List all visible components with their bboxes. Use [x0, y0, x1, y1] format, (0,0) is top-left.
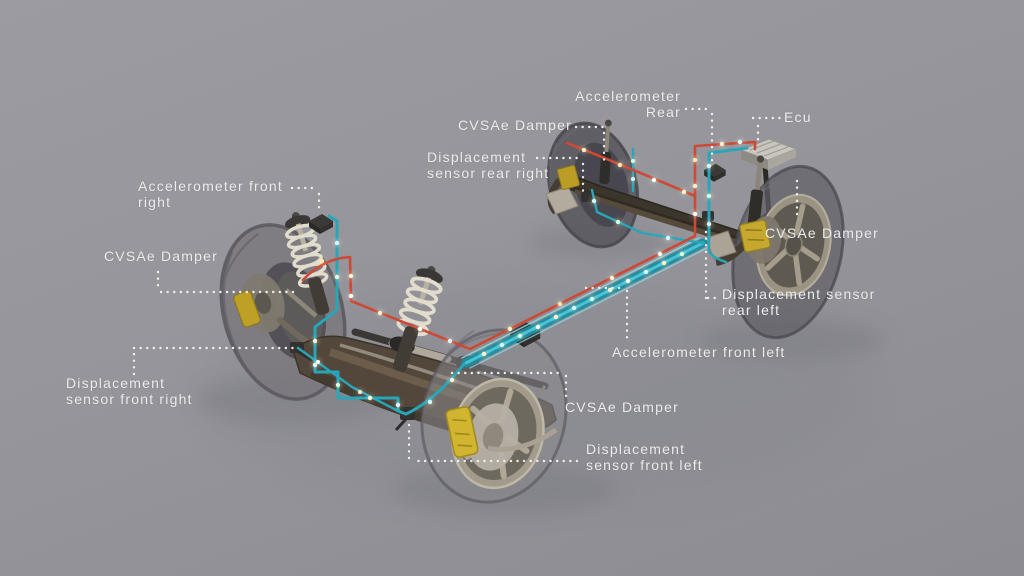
label-displacement-sensor-front-left: Displacement sensor front left: [586, 441, 703, 473]
label-displacement-sensor-rear-right: Displacement sensor rear right: [427, 149, 550, 181]
damper-rear-left: [747, 155, 765, 226]
leader-lines: [132, 107, 799, 463]
cable-red: [301, 140, 757, 351]
label-cvsae-damper-front-left: CVSAe Damper: [565, 399, 679, 415]
label-displacement-sensor-rear-left: Displacement sensor rear left: [722, 286, 876, 318]
brake-caliper-front-right: [233, 290, 261, 328]
strut-front-left: [392, 265, 443, 373]
brake-caliper-front-left: [445, 406, 479, 458]
label-cvsae-damper-rear-right: CVSAe Damper: [458, 117, 572, 133]
suspension-rear-left: [705, 155, 782, 266]
label-accelerometer-front-right: Accelerometer front right: [138, 178, 283, 210]
label-line: Rear: [645, 104, 681, 120]
label-accelerometer-rear: Accelerometer Rear: [550, 88, 681, 120]
displacement-sensor-rear-right-device: [581, 192, 593, 202]
front-left-brake: [445, 403, 558, 471]
label-displacement-sensor-front-right: Displacement sensor front right: [66, 375, 193, 407]
label-cvsae-damper-front-right: CVSAe Damper: [104, 248, 218, 264]
label-cvsae-damper-rear-left: CVSAe Damper: [765, 225, 879, 241]
accelerometer-front-right-device: [309, 214, 333, 234]
label-accelerometer-front-left: Accelerometer front left: [612, 344, 786, 360]
brake-caliper-rear-left: [739, 219, 771, 253]
cable-glow-dots: [312, 139, 743, 408]
label-ecu: Ecu: [784, 109, 812, 125]
brake-caliper-rear-right: [556, 164, 580, 190]
label-line: Accelerometer: [575, 88, 681, 104]
